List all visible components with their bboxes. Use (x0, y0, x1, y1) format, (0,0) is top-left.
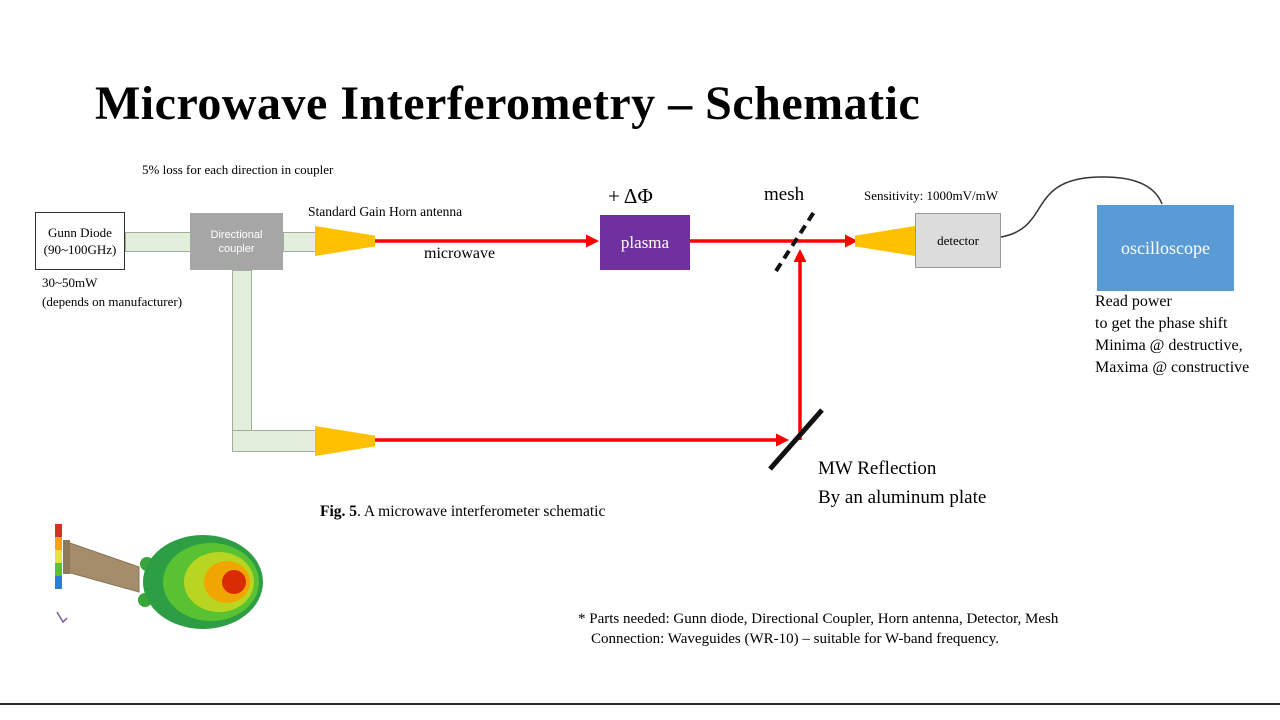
gunn-diode-label: Gunn Diode (48, 225, 112, 240)
figure-caption-text: . A microwave interferometer schematic (357, 503, 606, 520)
beam-arrowhead-mesh (793, 249, 807, 262)
figure-caption: Fig. 5. A microwave interferometer schem… (320, 503, 605, 521)
figure-caption-label: Fig. 5 (320, 503, 358, 520)
coupler-label: Directional (210, 228, 263, 241)
horn-3d-model (66, 541, 140, 593)
main-lobe-peak (222, 570, 246, 594)
colorbar-segment (55, 524, 62, 537)
slide-footer-line (0, 703, 1280, 705)
reflection-note-line: MW Reflection (818, 458, 937, 479)
mesh-beamsplitter (774, 210, 816, 273)
oscilloscope-box: oscilloscope (1097, 205, 1234, 291)
phase-shift-label: + ΔΦ (608, 184, 653, 208)
colorbar-segment (55, 537, 62, 550)
plasma-label: plasma (620, 232, 670, 252)
beam-arrowhead-detector (845, 234, 858, 248)
detector-wire (1000, 176, 1163, 238)
beam-arrowhead-plate (776, 433, 789, 447)
oscilloscope-label: oscilloscope (1121, 237, 1210, 258)
colorbar-segment (55, 563, 62, 576)
waveguide-source-to-coupler (125, 232, 191, 252)
coupler-loss-note: 5% loss for each direction in coupler (142, 162, 334, 177)
gunn-power-label: 30~50mW (42, 275, 98, 290)
radiation-pattern-image (55, 524, 263, 629)
readout-note: Read power to get the phase shift Minima… (1095, 291, 1249, 379)
horn-3d-mouth (63, 540, 70, 574)
waveguide-coupler-to-horn (283, 232, 317, 252)
gunn-diode-frequency: (90~100GHz) (43, 242, 117, 257)
plasma-box: plasma (600, 215, 690, 270)
waveguide-reference-horizontal (232, 430, 317, 452)
mesh-label: mesh (764, 184, 805, 205)
detector-box: detector (915, 213, 1001, 268)
slide-title: Microwave Interferometry – Schematic (95, 77, 921, 130)
axis-marker (56, 611, 68, 624)
gunn-power-note: (depends on manufacturer) (42, 294, 183, 309)
coupler-label2: coupler (218, 242, 255, 255)
directional-coupler-box: Directional coupler (190, 213, 283, 270)
readout-note-line: Maxima @ constructive (1095, 359, 1250, 376)
readout-note-line: to get the phase shift (1095, 315, 1228, 332)
footnote-line-2: Connection: Waveguides (WR-10) – suitabl… (591, 631, 999, 647)
sensitivity-label: Sensitivity: 1000mV/mW (864, 188, 998, 203)
reflection-note: MW Reflection By an aluminum plate (818, 454, 986, 512)
gunn-diode-box: Gunn Diode (90~100GHz) (35, 212, 125, 270)
horn-antenna-label: Standard Gain Horn antenna (308, 204, 463, 219)
microwave-beam-label: microwave (424, 245, 496, 262)
aluminum-plate (768, 408, 824, 471)
detector-label: detector (937, 232, 979, 248)
waveguide-reference-vertical (232, 270, 252, 452)
colorbar-segment (55, 550, 62, 563)
colorbar-segment (55, 576, 62, 589)
reflection-note-line: By an aluminum plate (818, 487, 987, 508)
footnote-line-1: * Parts needed: Gunn diode, Directional … (578, 611, 1059, 627)
readout-note-line: Minima @ destructive, (1095, 337, 1243, 354)
readout-note-line: Read power (1095, 293, 1172, 310)
beam-arrowhead-plasma (586, 234, 599, 248)
